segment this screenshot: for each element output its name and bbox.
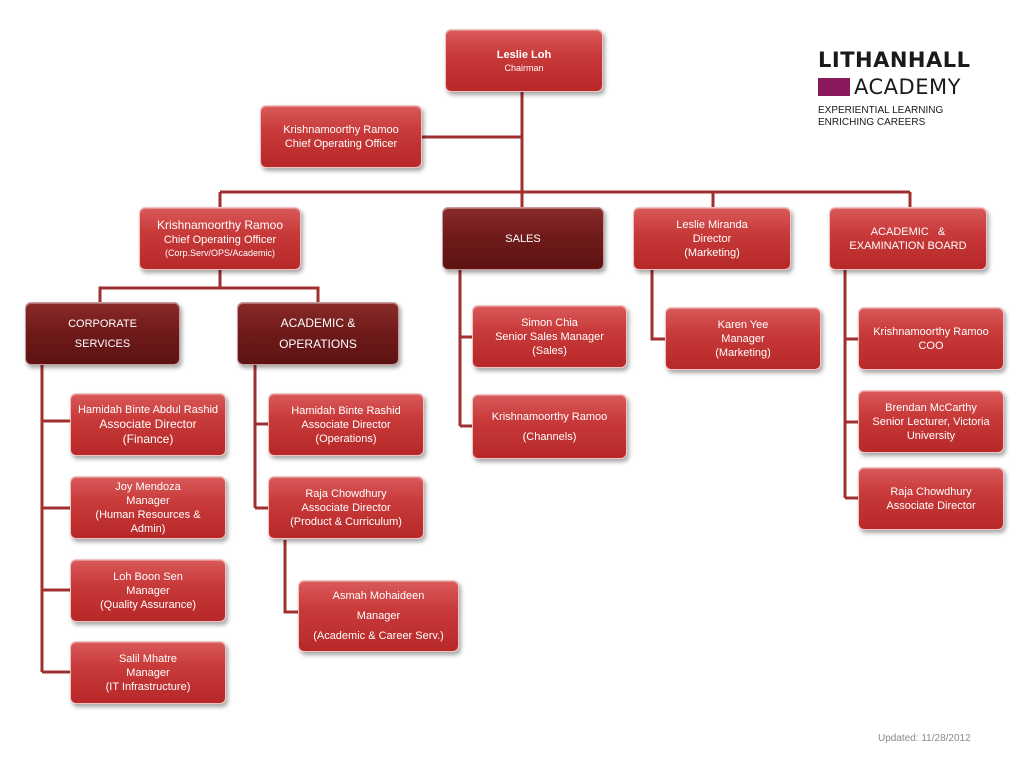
board-lecturer-box: Brendan McCarthy Senior Lecturer, Victor… (858, 390, 1004, 453)
channels-name: Krishnamoorthy Ramoo (491, 410, 608, 423)
career-serv-name: Asmah Mohaideen (332, 590, 425, 602)
qa-title: Manager (126, 584, 170, 597)
logo-tagline-2: ENRICHING CAREERS (818, 117, 926, 128)
chairman-title: Chairman (504, 62, 544, 73)
coo-main-title: Chief Operating Officer (163, 234, 277, 246)
career-serv-dept: (Academic & Career Serv.) (313, 630, 444, 642)
product-dept: (Product & Curriculum) (290, 515, 402, 528)
operations-box: Hamidah Binte Rashid Associate Director … (268, 393, 424, 456)
connector-marketing-spine (650, 270, 665, 341)
connector-board-spine (843, 270, 858, 500)
coo-top-name: Krishnamoorthy Ramoo (283, 123, 399, 136)
academic-board-line2: EXAMINATION BOARD (849, 239, 967, 252)
connector-coo-to-depts (98, 270, 320, 302)
operations-dept: (Operations) (315, 432, 377, 445)
connector-product-spine (283, 540, 298, 614)
product-name: Raja Chowdhury (305, 487, 387, 500)
academic-operations-line2: OPERATIONS (279, 336, 357, 351)
qa-dept: (Quality Assurance) (100, 598, 196, 611)
sales-manager-name: Simon Chia (521, 316, 578, 329)
it-box: Salil Mhatre Manager (IT Infrastructure) (70, 641, 226, 704)
hr-dept1: (Human Resources & (95, 508, 201, 521)
logo-tagline-1: EXPERIENTIAL LEARNING (818, 105, 944, 116)
logo-row: ACADEMY (818, 75, 998, 99)
board-lecturer-name: Brendan McCarthy (885, 401, 977, 414)
channels-dept: (Channels) (522, 430, 577, 443)
connector-ops-spine (253, 365, 268, 510)
board-coo-title: COO (918, 339, 944, 352)
hr-name: Joy Mendoza (115, 480, 181, 493)
academic-operations-box: ACADEMIC & OPERATIONS (237, 302, 399, 365)
marketing-director-name: Leslie Miranda (676, 218, 748, 231)
it-title: Manager (126, 666, 170, 679)
hr-title: Manager (126, 494, 170, 507)
it-name: Salil Mhatre (118, 652, 178, 665)
coo-top-title: Chief Operating Officer (284, 137, 398, 150)
marketing-manager-title: Manager (721, 332, 765, 345)
coo-main-scope: (Corp.Serv/OPS/Academic) (164, 248, 276, 258)
product-box: Raja Chowdhury Associate Director (Produ… (268, 476, 424, 539)
chairman-box: Leslie Loh Chairman (445, 29, 603, 92)
corporate-services-box: CORPORATE SERVICES (25, 302, 180, 365)
updated-date: Updated: 11/28/2012 (878, 733, 971, 744)
coo-top-box: Krishnamoorthy Ramoo Chief Operating Off… (260, 105, 422, 168)
career-serv-title: Manager (356, 610, 401, 622)
finance-box: Hamidah Binte Abdul Rashid Associate Dir… (70, 393, 226, 456)
finance-title: Associate Director (99, 416, 197, 431)
finance-name: Hamidah Binte Abdul Rashid (77, 403, 219, 416)
academic-operations-line1: ACADEMIC & (280, 315, 356, 330)
sales-manager-dept: (Sales) (532, 344, 567, 357)
sales-box: SALES (442, 207, 604, 270)
channels-box: Krishnamoorthy Ramoo (Channels) (472, 394, 627, 459)
operations-name: Hamidah Binte Rashid (291, 404, 401, 417)
marketing-director-dept: (Marketing) (684, 246, 740, 259)
academic-board-line1: ACADEMIC & (870, 225, 946, 238)
hr-box: Joy Mendoza Manager (Human Resources & A… (70, 476, 226, 539)
hr-dept2: Admin) (130, 522, 166, 535)
corporate-services-line1: CORPORATE (68, 317, 137, 330)
product-title: Associate Director (301, 501, 391, 514)
logo-wordmark-bottom: ACADEMY (854, 75, 961, 99)
board-coo-box: Krishnamoorthy Ramoo COO (858, 307, 1004, 370)
logo-wordmark-top: LITHANHALL (818, 48, 971, 72)
it-dept: (IT Infrastructure) (105, 680, 191, 693)
chairman-name: Leslie Loh (496, 48, 552, 61)
marketing-director-box: Leslie Miranda Director (Marketing) (633, 207, 791, 270)
board-assoc-title: Associate Director (886, 499, 976, 512)
qa-name: Loh Boon Sen (113, 570, 183, 583)
finance-dept: (Finance) (122, 431, 174, 446)
board-assoc-box: Raja Chowdhury Associate Director (858, 467, 1004, 530)
coo-main-box: Krishnamoorthy Ramoo Chief Operating Off… (139, 207, 301, 270)
logo-color-bar (818, 78, 850, 96)
lithanhall-logo: LITHANHALL ACADEMY EXPERIENTIAL LEARNING… (818, 48, 998, 129)
operations-title: Associate Director (301, 418, 391, 431)
academic-board-box: ACADEMIC & EXAMINATION BOARD (829, 207, 987, 270)
sales-manager-box: Simon Chia Senior Sales Manager (Sales) (472, 305, 627, 368)
connector-sales-spine (458, 270, 472, 428)
marketing-manager-dept: (Marketing) (715, 346, 771, 359)
sales-manager-title: Senior Sales Manager (495, 330, 604, 343)
qa-box: Loh Boon Sen Manager (Quality Assurance) (70, 559, 226, 622)
career-serv-box: Asmah Mohaideen Manager (Academic & Care… (298, 580, 459, 652)
board-coo-name: Krishnamoorthy Ramoo (873, 325, 989, 338)
board-lecturer-title1: Senior Lecturer, Victoria (872, 415, 990, 428)
board-assoc-name: Raja Chowdhury (890, 485, 972, 498)
marketing-manager-name: Karen Yee (717, 318, 769, 331)
corporate-services-line2: SERVICES (74, 337, 131, 350)
marketing-director-title: Director (692, 232, 732, 245)
sales-label: SALES (505, 232, 541, 245)
board-lecturer-title2: University (906, 429, 956, 442)
marketing-manager-box: Karen Yee Manager (Marketing) (665, 307, 821, 370)
coo-main-name: Krishnamoorthy Ramoo (156, 218, 284, 232)
connector-corp-spine (40, 365, 70, 674)
